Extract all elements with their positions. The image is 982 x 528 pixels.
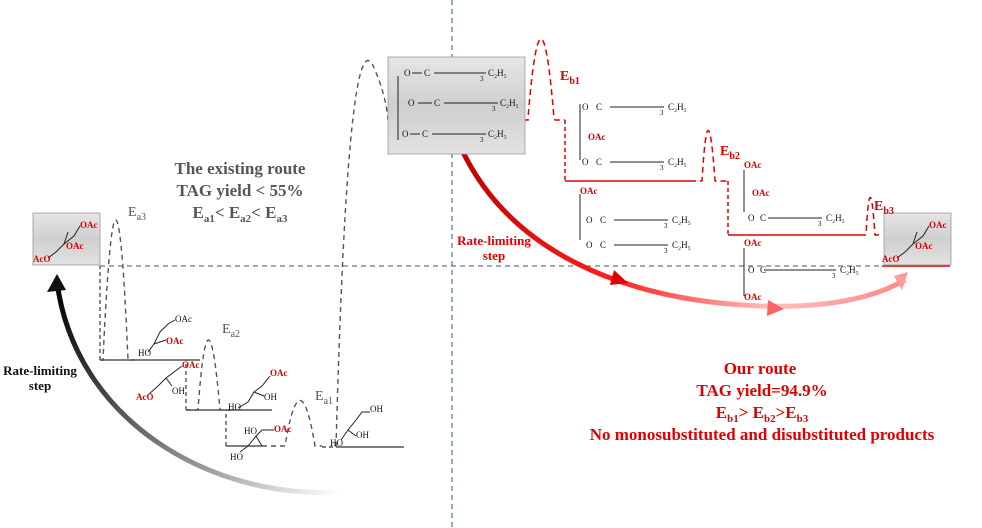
svg-text:O: O	[748, 213, 755, 223]
svg-text:3: 3	[832, 272, 836, 280]
svg-text:O: O	[404, 68, 411, 78]
svg-text:C₂H₅: C₂H₅	[672, 215, 691, 225]
svg-text:C₂H₅: C₂H₅	[488, 129, 507, 139]
svg-text:O: O	[586, 215, 593, 225]
svg-text:OAc: OAc	[752, 188, 770, 198]
svg-text:HO: HO	[228, 402, 241, 412]
svg-text:AcO: AcO	[136, 392, 154, 402]
svg-text:C: C	[422, 129, 428, 139]
our-route-order: Eb1> Eb2>Eb3	[716, 403, 809, 425]
svg-text:OAc: OAc	[182, 360, 200, 370]
svg-text:C₂H₅: C₂H₅	[668, 157, 687, 167]
svg-text:C: C	[600, 240, 606, 250]
svg-text:C: C	[424, 68, 430, 78]
svg-text:C₂H₅: C₂H₅	[840, 265, 859, 275]
svg-text:3: 3	[660, 109, 664, 117]
svg-text:O: O	[408, 98, 415, 108]
svg-text:OAc: OAc	[744, 238, 762, 248]
svg-text:HO: HO	[138, 348, 151, 358]
svg-text:OAc: OAc	[175, 314, 192, 324]
molecule-bonds	[47, 72, 930, 453]
svg-text:OAc: OAc	[80, 220, 98, 230]
svg-text:OAc: OAc	[166, 336, 184, 346]
svg-text:3: 3	[660, 164, 664, 172]
existing-route-order: Ea1< Ea2< Ea3	[193, 203, 288, 225]
barrier-label-eb2: Eb2	[720, 144, 740, 162]
svg-text:O: O	[402, 129, 409, 139]
svg-text:OAc: OAc	[915, 241, 933, 251]
end-molecule-box	[883, 212, 952, 266]
svg-text:HO: HO	[230, 452, 243, 462]
svg-text:O: O	[586, 240, 593, 250]
svg-text:OH: OH	[370, 404, 383, 414]
our-route-title: Our route	[724, 359, 797, 378]
svg-text:OAc: OAc	[744, 292, 762, 302]
svg-text:OAc: OAc	[744, 160, 762, 170]
svg-text:3: 3	[818, 220, 822, 228]
svg-text:HO: HO	[244, 426, 257, 436]
svg-text:O: O	[582, 157, 589, 167]
start-molecule-box	[32, 212, 101, 266]
barrier-label-ea2: Ea2	[222, 322, 240, 340]
svg-text:OAc: OAc	[66, 241, 84, 251]
existing-route-title: The existing route	[175, 159, 306, 178]
our-route-curved-arrow	[459, 148, 908, 316]
svg-text:C₂H₅: C₂H₅	[488, 68, 507, 78]
svg-text:C₂H₅: C₂H₅	[672, 240, 691, 250]
svg-text:OAc: OAc	[270, 368, 288, 378]
svg-text:OH: OH	[356, 430, 369, 440]
svg-text:O: O	[582, 102, 589, 112]
svg-text:C: C	[596, 157, 602, 167]
svg-text:OAc: OAc	[588, 132, 606, 142]
existing-route-yield: TAG yield < 55%	[177, 181, 304, 200]
svg-text:C: C	[600, 215, 606, 225]
svg-text:OH: OH	[264, 392, 277, 402]
svg-text:AcO: AcO	[33, 254, 51, 264]
svg-text:OH: OH	[172, 386, 185, 396]
svg-text:C₂H₅: C₂H₅	[668, 102, 687, 112]
svg-text:O: O	[748, 265, 755, 275]
barrier-label-ea1: Ea1	[315, 389, 333, 407]
our-route-energy-profile	[513, 38, 950, 267]
svg-text:3: 3	[492, 105, 496, 113]
barrier-label-eb1: Eb1	[560, 69, 580, 87]
svg-text:C: C	[760, 213, 766, 223]
svg-text:3: 3	[480, 75, 484, 83]
svg-text:C: C	[760, 265, 766, 275]
our-route-note: No monosubstituted and disubstituted pro…	[590, 425, 935, 444]
existing-route-energy-profile	[99, 59, 404, 448]
svg-text:C₂H₅: C₂H₅	[826, 213, 845, 223]
existing-route-curved-arrow	[47, 274, 343, 496]
svg-text:OAc: OAc	[580, 186, 598, 196]
svg-text:C: C	[434, 98, 440, 108]
barrier-label-ea3: Ea3	[128, 205, 146, 223]
svg-text:OAc: OAc	[274, 424, 292, 434]
svg-text:C: C	[596, 102, 602, 112]
molecule-labels: AcO OAc OAc AcO OAc OAc HO OAc OAc AcO O…	[33, 68, 947, 462]
svg-text:C₂H₅: C₂H₅	[500, 98, 519, 108]
svg-text:AcO: AcO	[882, 254, 900, 264]
svg-text:3: 3	[664, 222, 668, 230]
svg-text:3: 3	[480, 136, 484, 144]
our-route-yield: TAG yield=94.9%	[696, 381, 827, 400]
svg-text:HO: HO	[330, 438, 343, 448]
svg-text:OAc: OAc	[929, 220, 947, 230]
barrier-label-eb3: Eb3	[874, 199, 894, 217]
svg-text:3: 3	[664, 247, 668, 255]
